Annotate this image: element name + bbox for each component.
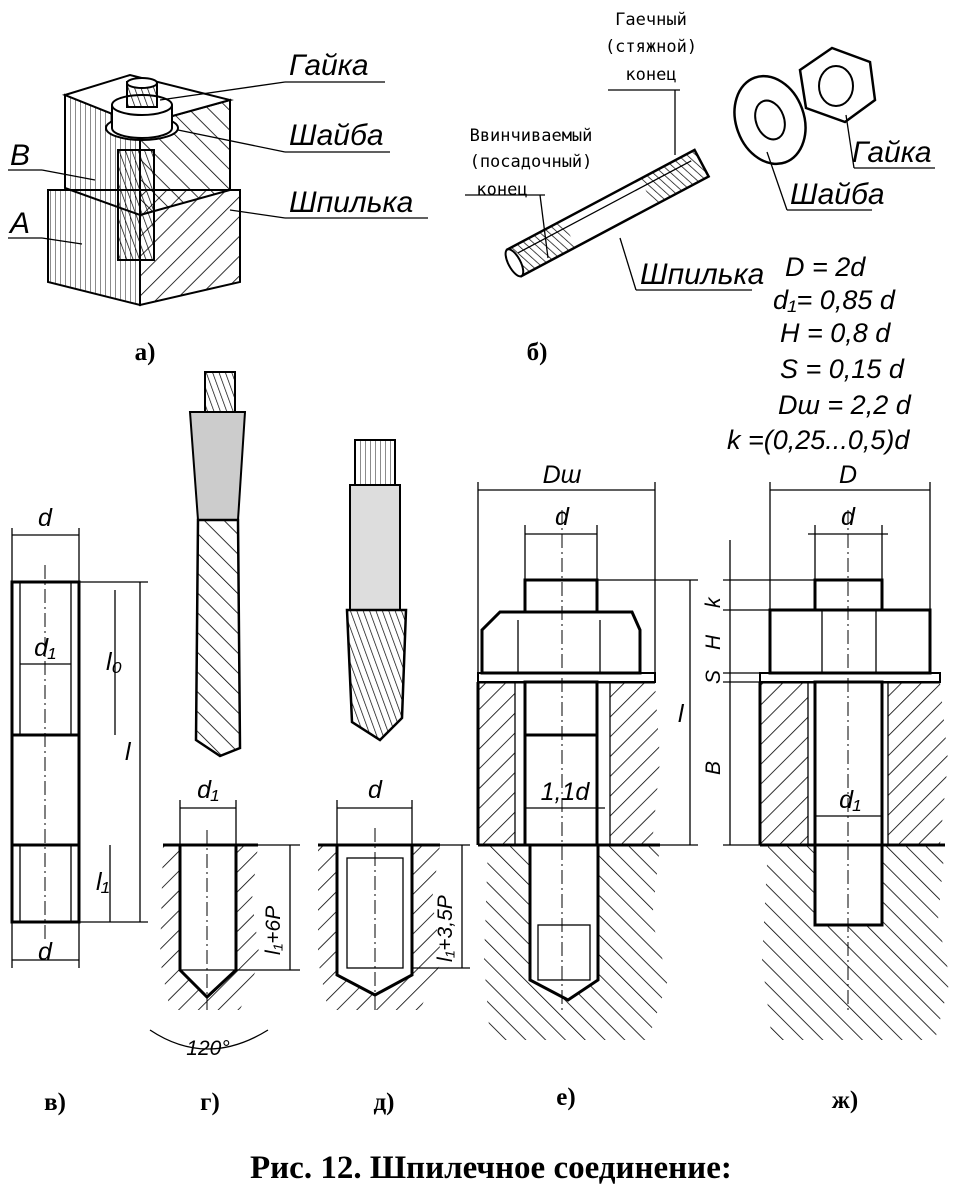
formula-5: Dш = 2,2 d [778,390,912,420]
label-screw-end-2: (посадочный) [470,152,593,172]
dim-b-zh: B [702,761,725,775]
subfigure-g: г) [200,1089,220,1116]
dim-l1-v: l₁ [96,868,110,896]
label-stud-b: Шпилька [640,258,764,291]
label-stud-a: Шпилька [289,186,413,219]
subfigure-a: а) [135,339,156,366]
subfigure-e: е) [556,1084,575,1111]
assembly-section-e: Dш d 1,1d l [476,461,698,1040]
label-b-a: B [10,139,30,172]
dim-l-e: l [678,700,685,728]
label-nut-a: Гайка [289,49,369,82]
drilled-hole-g: d₁ l₁+6P 120° [149,776,300,1060]
label-nut-b: Гайка [852,136,932,169]
dim-d-top-v: d [38,504,53,532]
subfigure-d: д) [374,1089,395,1116]
parts-view-b: Гаечный (стяжной) конец Ввинчиваемый (по… [465,10,935,291]
subfigure-b: б) [527,339,548,366]
dim-d1-g: d₁ [197,776,219,804]
dim-d1-zh: d₁ [839,786,861,814]
dim-11d-e: 1,1d [541,778,591,806]
label-nut-end-2: (стяжной) [605,37,697,57]
dim-D-zh: D [839,461,857,489]
label-washer-a: Шайба [289,119,384,152]
subfigure-zh: ж) [832,1087,858,1114]
dim-h-zh: H [702,634,725,650]
dim-d-e: d [555,503,570,531]
label-nut-end-3: конец [625,65,676,85]
formula-2: d₁= 0,85 d [773,285,896,315]
label-washer-b: Шайба [790,178,885,211]
stud-drawing-v: d d₁ l₀ l l₁ d [10,504,148,968]
formula-3: H = 0,8 d [780,318,891,348]
dim-d-d: d [368,776,383,804]
dim-d-zh: d [841,503,856,531]
label-nut-end-1: Гаечный [615,10,687,30]
formula-6: k =(0,25...0,5)d [727,425,910,455]
formula-1: D = 2d [785,252,866,282]
subfigure-v: в) [44,1089,66,1116]
dim-d1-v: d₁ [34,634,56,662]
label-screw-end-1: Ввинчиваемый [470,126,593,146]
tap-tool [345,439,408,742]
dim-angle-g: 120° [186,1037,229,1060]
tapped-hole-d: d l₁+3,5P [318,776,470,1010]
drill-tool [188,371,247,758]
figure-caption: Рис. 12. Шпилечное соединение: [250,1150,732,1186]
dim-dsh-e: Dш [543,461,582,489]
dim-l0-v: l₀ [106,648,122,676]
simplified-section-zh: k H S B D d d₁ [702,461,950,1040]
formula-block: D = 2d d₁= 0,85 d H = 0,8 d S = 0,15 d D… [727,252,912,455]
assembly-view-a: Гайка Шайба Шпилька B A [8,49,428,307]
label-a-a: A [8,207,30,240]
dim-d-bottom-v: d [38,938,53,966]
dim-k-zh: k [702,596,725,608]
formula-4: S = 0,15 d [780,354,905,384]
dim-l16p-g: l₁+6P [262,906,285,955]
dim-l135p-d: l₁+3,5P [434,895,457,962]
label-screw-end-3: конец [476,180,527,200]
dim-s-zh: S [702,670,725,684]
dim-l-v: l [125,738,132,766]
